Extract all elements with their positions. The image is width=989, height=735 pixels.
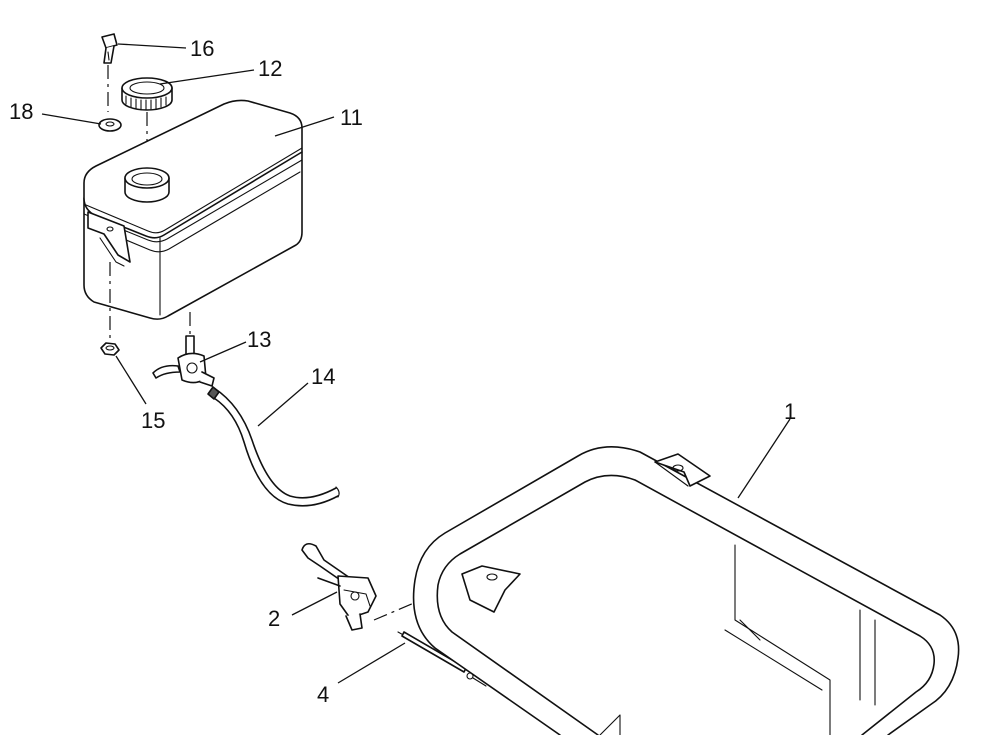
callout-16: 16 (190, 36, 214, 61)
fuel-tank-part (83, 99, 303, 320)
washer-part (98, 118, 122, 132)
callout-11: 11 (340, 105, 363, 130)
leader-lines (41, 43, 791, 684)
callout-15: 15 (141, 408, 165, 433)
callout-14: 14 (311, 364, 335, 389)
switch-part (301, 542, 377, 631)
callout-1: 1 (784, 399, 796, 424)
callout-13: 13 (247, 327, 271, 352)
callout-labels: 16 12 18 11 13 14 15 1 2 4 (9, 36, 796, 707)
callout-2: 2 (268, 606, 280, 631)
fuel-cap-part (121, 77, 173, 111)
fuel-hose-part (207, 386, 340, 507)
callout-12: 12 (258, 56, 282, 81)
callout-18: 18 (9, 99, 33, 124)
frame-part (412, 446, 960, 735)
callout-4: 4 (317, 682, 329, 707)
bolt-part (101, 33, 118, 64)
fuel-valve-part (152, 312, 215, 387)
nut-part (100, 342, 120, 356)
